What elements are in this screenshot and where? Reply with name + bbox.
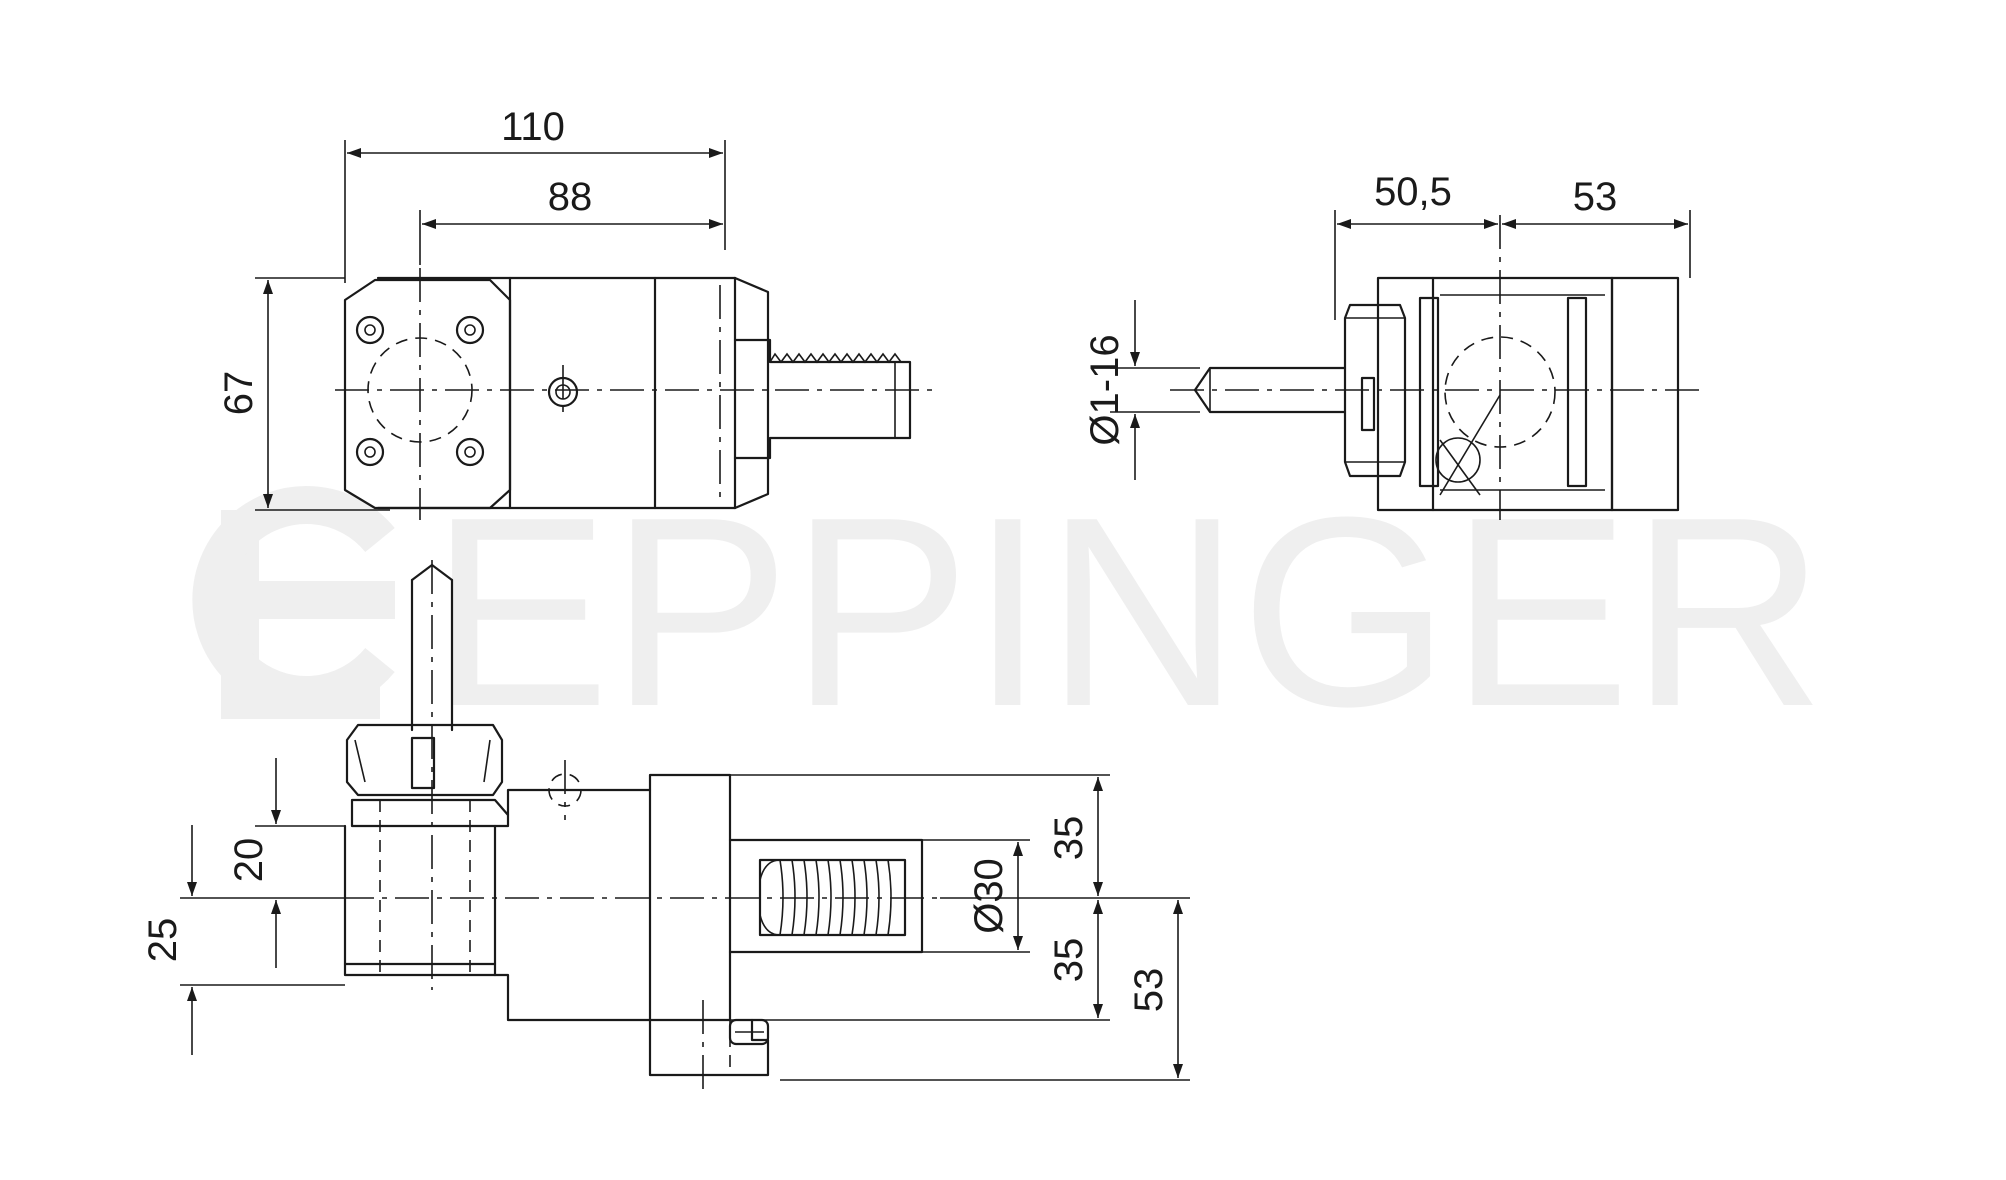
dim-holder-length: 88 — [548, 175, 593, 219]
dim-height: 67 — [217, 371, 261, 416]
brand-watermark-text: EPPINGER — [430, 462, 1825, 763]
dim-upper-half: 35 — [1047, 816, 1091, 861]
side-view — [1170, 215, 1705, 520]
dim-overall-length: 110 — [501, 105, 565, 149]
dim-lower-half: 35 — [1047, 938, 1091, 983]
dim-offset-right: 53 — [1573, 175, 1618, 219]
dim-total-height: 53 — [1127, 968, 1171, 1013]
brand-watermark: EPPINGER — [192, 462, 1825, 763]
dim-offset-left: 50,5 — [1374, 170, 1452, 214]
dim-shank-diameter: Ø30 — [967, 858, 1011, 934]
dimension-labels: 110 88 67 50,5 53 Ø1-16 20 25 35 35 Ø30 … — [141, 105, 1617, 1012]
dim-base-offset: 25 — [141, 918, 185, 963]
top-view — [335, 268, 940, 520]
dim-spindle-height: 20 — [227, 838, 271, 883]
front-view — [340, 560, 940, 1090]
brand-logo — [192, 486, 395, 719]
dimension-lines — [180, 140, 1691, 1081]
dim-collet-range: Ø1-16 — [1083, 334, 1127, 445]
